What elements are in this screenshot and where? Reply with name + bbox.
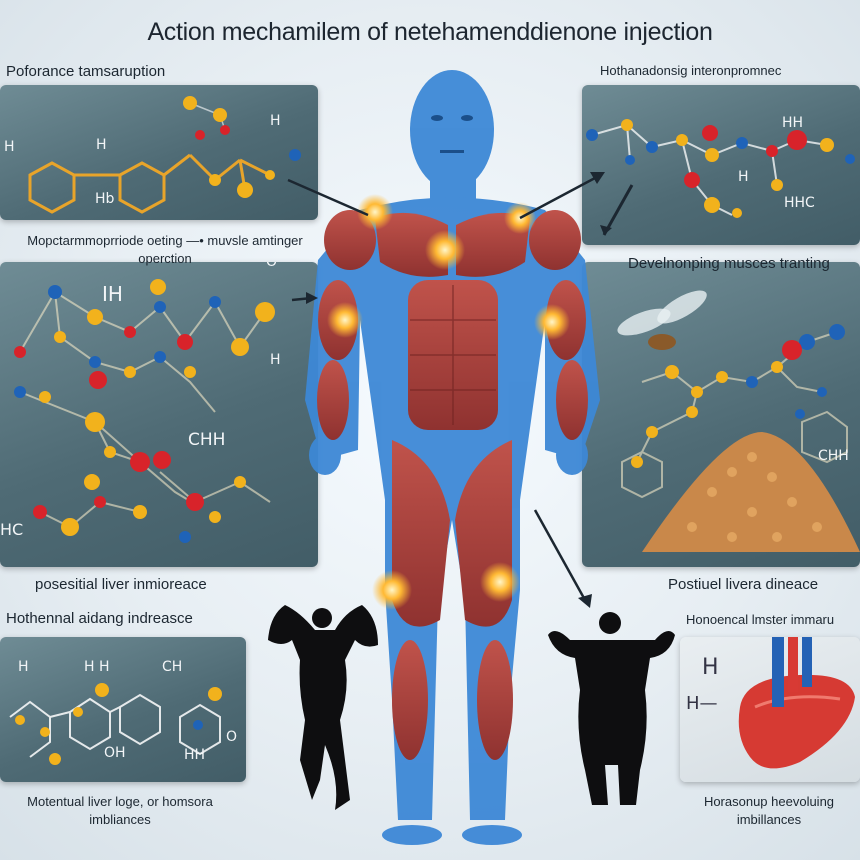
caption-bottom-right: Horasonup heevoluing imbillances bbox=[703, 794, 835, 827]
panel-bottom-right: H H— bbox=[680, 637, 860, 782]
molecule-label: H bbox=[270, 352, 281, 368]
molecule-label: H H bbox=[84, 659, 110, 675]
molecule-label: OH bbox=[104, 745, 126, 761]
liver-illustration bbox=[738, 637, 855, 769]
panel-mid-left: IH O H CHH HC bbox=[0, 262, 318, 567]
heading-top-right: Hothanadonsig interonpromnec bbox=[600, 63, 782, 78]
molecule-diagram-bottom-left bbox=[9, 683, 222, 765]
panel-top-right: HH H HHC bbox=[582, 85, 860, 245]
molecule-label: Hb bbox=[95, 191, 115, 207]
molecule-diagram-mid-right bbox=[617, 290, 860, 552]
molecule-label: IH bbox=[102, 282, 123, 306]
molecule-label: H bbox=[96, 137, 107, 153]
molecule-label: H bbox=[738, 169, 749, 185]
molecule-label: H bbox=[702, 655, 719, 680]
human-body bbox=[305, 70, 600, 845]
caption-mid-right: Postiuel livera dineace bbox=[668, 576, 819, 593]
caption-bottom-left: Motentual liver loge, or homsora imblian… bbox=[27, 794, 213, 827]
caption-top-left: Mopctarmmoprriode oeting —• muvsle amtin… bbox=[27, 233, 303, 266]
molecule-label: CHH bbox=[188, 430, 226, 450]
bodybuilder-silhouettes bbox=[268, 605, 675, 810]
connector-arrows bbox=[287, 172, 605, 608]
molecule-label: H bbox=[18, 659, 29, 675]
molecule-label: O bbox=[226, 729, 238, 745]
molecule-diagram-top-left bbox=[28, 96, 301, 214]
molecule-label: H bbox=[270, 113, 281, 129]
molecule-label: HH bbox=[184, 747, 206, 763]
heading-bottom-left: Hothennal aidang indreasce bbox=[6, 610, 193, 627]
heading-top-left: Poforance tamsaruption bbox=[6, 63, 166, 80]
caption-mid-left: posesitial liver inmioreace bbox=[35, 576, 207, 593]
panel-top-left: H H H Hb bbox=[0, 85, 318, 220]
molecule-label: HC bbox=[0, 520, 24, 539]
molecule-diagram-mid-left bbox=[14, 279, 275, 543]
molecule-label: CHH bbox=[818, 448, 849, 464]
caption-top-right: Develnonping musces tranting bbox=[628, 255, 830, 272]
panel-bottom-left: H H H CH OH HH O bbox=[0, 637, 246, 782]
page-title: Action mechamilem of netehamenddienone i… bbox=[147, 18, 713, 46]
molecule-label: H— bbox=[686, 693, 718, 714]
molecule-label: HHC bbox=[784, 195, 815, 211]
panel-mid-right: CHH bbox=[582, 262, 860, 567]
molecule-label: H bbox=[4, 139, 15, 155]
molecule-label: HH bbox=[782, 115, 804, 131]
molecule-diagram-top-right bbox=[586, 119, 855, 236]
heading-bottom-right: Honoencal lmster immaru bbox=[686, 612, 835, 627]
molecule-label: CH bbox=[162, 659, 183, 675]
molecule-label: O bbox=[266, 262, 278, 270]
